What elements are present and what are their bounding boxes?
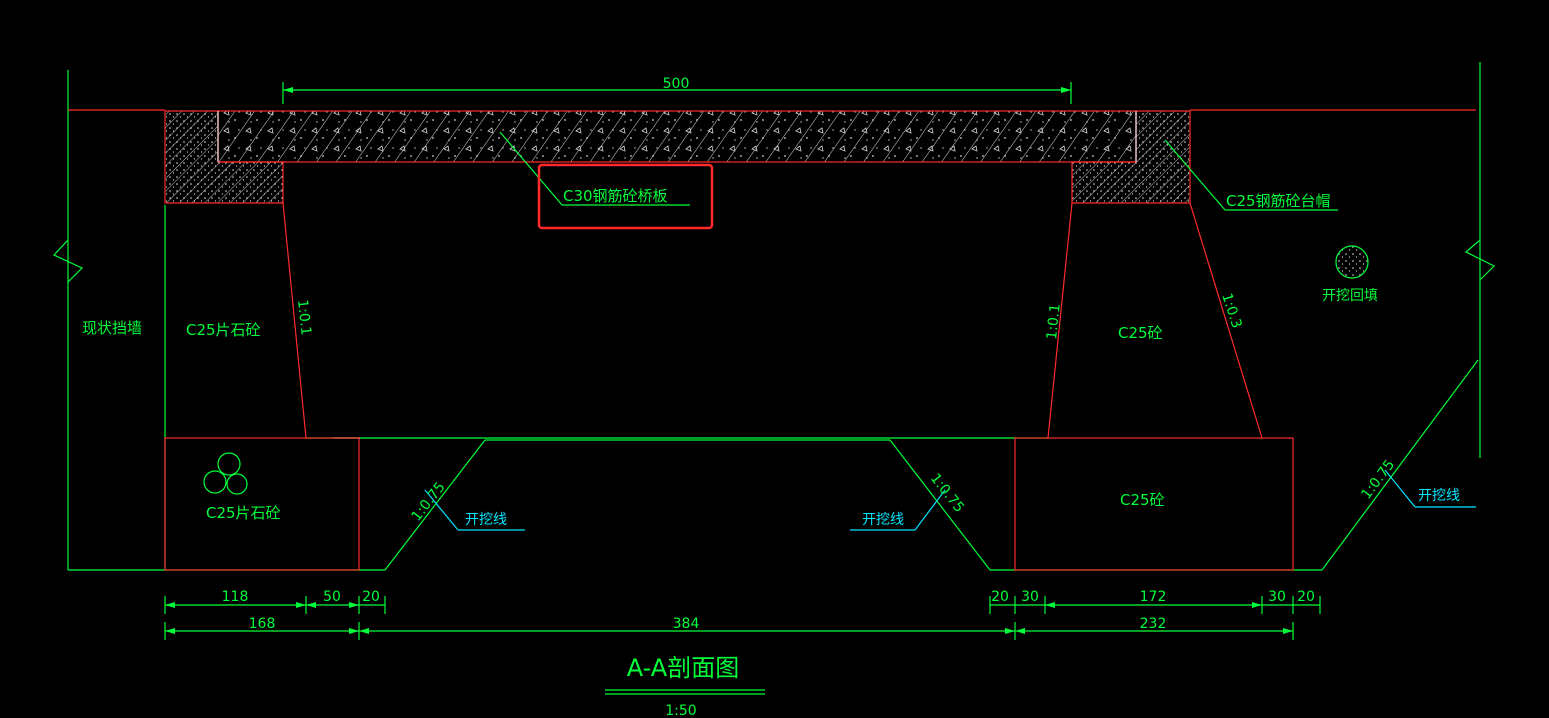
slope-right-abutment-outer: 1:0.3: [1218, 291, 1244, 330]
excavation-line-label-1: 开挖线: [465, 512, 507, 528]
dim-top: 500: [663, 76, 690, 92]
right-footing: [1014, 437, 1294, 571]
abutment-bodies: [164, 202, 1294, 571]
existing-wall-label: 现状挡墙: [82, 319, 142, 337]
right-upper-label: C25砼: [1118, 324, 1163, 342]
slope-left-abutment: 1:0.1: [294, 299, 314, 336]
excavation-line-label-3: 开挖线: [1418, 488, 1460, 504]
left-footing: [164, 437, 360, 571]
left-abutment-cap: [164, 110, 284, 204]
dim-232: 232: [1140, 616, 1167, 632]
cobble-stone-symbol: [203, 452, 248, 495]
slab-label: C30钢筋砼桥板: [563, 187, 668, 205]
left-upper-label: C25片石砼: [186, 321, 261, 339]
dim-118: 118: [222, 589, 249, 605]
drawing-scale: 1:50: [665, 703, 696, 718]
bridge-slab: [217, 110, 1137, 163]
excavation-line-label-2: 开挖线: [862, 512, 904, 528]
dim-384: 384: [673, 616, 700, 632]
leader-lines: [424, 131, 1476, 531]
drawing-title: A-A剖面图: [627, 654, 739, 682]
dim-30b: 30: [1268, 589, 1286, 605]
drawing-texts: 500 C30钢筋砼桥板 C25钢筋砼台帽 现状挡墙 C25片石砼 C25片石砼…: [82, 76, 1460, 718]
left-lower-label: C25片石砼: [206, 504, 281, 522]
dim-20c: 20: [1297, 589, 1315, 605]
excavation-fill-label: 开挖回填: [1322, 288, 1378, 304]
highlight-box[interactable]: [537, 163, 714, 230]
slope-right-abutment-inner: 1:0.1: [1044, 303, 1064, 340]
right-lower-label: C25砼: [1120, 491, 1165, 509]
excavation-fill-symbol: [1335, 245, 1369, 279]
slope-mid-trench: 1:0.75: [927, 471, 967, 516]
dim-172: 172: [1140, 589, 1167, 605]
dim-20a: 20: [362, 589, 380, 605]
right-abutment-cap: [1071, 110, 1191, 204]
dimension-lines: [164, 82, 1321, 695]
dim-30a: 30: [1021, 589, 1039, 605]
dim-50: 50: [323, 589, 341, 605]
slope-left-trench: 1:0.75: [409, 479, 449, 524]
dim-20b: 20: [991, 589, 1009, 605]
dim-168: 168: [249, 616, 276, 632]
cap-label: C25钢筋砼台帽: [1226, 192, 1331, 210]
